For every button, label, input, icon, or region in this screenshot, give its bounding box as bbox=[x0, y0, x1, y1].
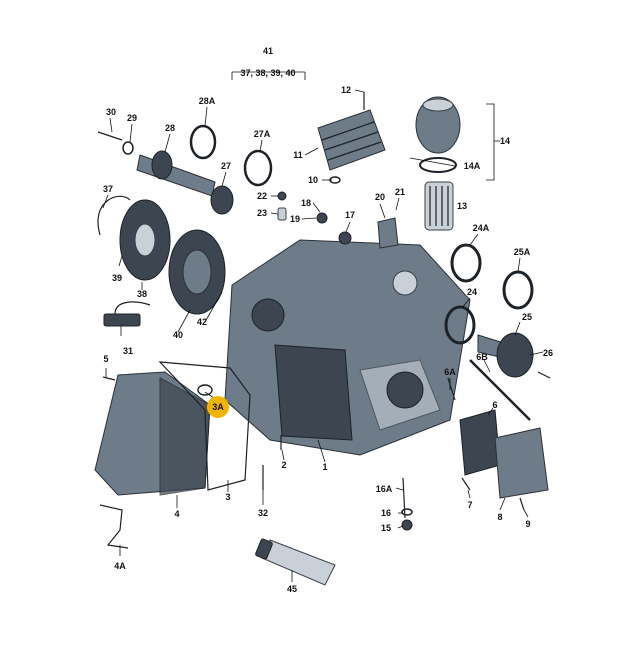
label-22: 22 bbox=[257, 191, 267, 201]
label-10: 10 bbox=[308, 175, 318, 185]
clutch-assembly bbox=[97, 195, 226, 315]
label-39: 39 bbox=[112, 273, 122, 283]
label-24: 24 bbox=[467, 287, 477, 297]
label-12: 12 bbox=[341, 85, 351, 95]
callout-labels: 41 37, 38, 39, 40 30 29 28 28A 27A 27 12… bbox=[103, 46, 553, 594]
label-3a: 3A bbox=[212, 402, 224, 412]
label-27: 27 bbox=[221, 161, 231, 171]
bolt-30 bbox=[97, 131, 134, 155]
label-41-kit: 37, 38, 39, 40 bbox=[240, 68, 295, 78]
label-4a: 4A bbox=[114, 561, 126, 571]
filter-housing bbox=[415, 96, 461, 231]
pump-assembly bbox=[459, 409, 549, 499]
gearbox-housing bbox=[224, 239, 471, 456]
label-41: 41 bbox=[263, 46, 273, 56]
label-42: 42 bbox=[197, 317, 207, 327]
label-16a: 16A bbox=[376, 484, 393, 494]
label-18: 18 bbox=[301, 198, 311, 208]
o-ring-3a bbox=[197, 384, 213, 396]
label-25a: 25A bbox=[514, 247, 531, 257]
label-3: 3 bbox=[225, 492, 230, 502]
label-11: 11 bbox=[293, 150, 303, 160]
small-hardware bbox=[102, 92, 551, 531]
label-37: 37 bbox=[103, 184, 113, 194]
label-2: 2 bbox=[281, 460, 286, 470]
label-40: 40 bbox=[173, 330, 183, 340]
label-21: 21 bbox=[395, 187, 405, 197]
label-9: 9 bbox=[525, 519, 530, 529]
bracket-4a bbox=[99, 504, 129, 549]
label-25: 25 bbox=[522, 312, 532, 322]
label-17: 17 bbox=[345, 210, 355, 220]
label-6a: 6A bbox=[444, 367, 456, 377]
label-1: 1 bbox=[322, 462, 327, 472]
label-31: 31 bbox=[123, 346, 133, 356]
label-14a: 14A bbox=[464, 161, 481, 171]
label-13: 13 bbox=[457, 201, 467, 211]
label-4: 4 bbox=[174, 509, 179, 519]
highlight-3a: 3A bbox=[207, 396, 229, 418]
long-rod bbox=[469, 359, 531, 421]
label-15: 15 bbox=[381, 523, 391, 533]
label-8: 8 bbox=[497, 512, 502, 522]
label-6: 6 bbox=[492, 400, 497, 410]
label-19: 19 bbox=[290, 214, 300, 224]
label-30: 30 bbox=[106, 107, 116, 117]
oil-cooler bbox=[317, 109, 386, 171]
label-45: 45 bbox=[287, 584, 297, 594]
label-29: 29 bbox=[127, 113, 137, 123]
sealant-tube bbox=[255, 538, 336, 586]
label-26: 26 bbox=[543, 348, 553, 358]
label-38: 38 bbox=[137, 289, 147, 299]
label-7: 7 bbox=[467, 500, 472, 510]
pan-gasket bbox=[158, 361, 251, 491]
leader-lines bbox=[102, 71, 544, 582]
oil-pan bbox=[94, 371, 211, 496]
sensor-31 bbox=[103, 301, 151, 327]
label-14: 14 bbox=[500, 136, 510, 146]
label-27a: 27A bbox=[254, 129, 271, 139]
label-20: 20 bbox=[375, 192, 385, 202]
label-16: 16 bbox=[381, 508, 391, 518]
label-28a: 28A bbox=[199, 96, 216, 106]
label-32: 32 bbox=[258, 508, 268, 518]
label-28: 28 bbox=[165, 123, 175, 133]
label-6b: 6B bbox=[476, 352, 488, 362]
shaft-seals bbox=[189, 124, 273, 215]
label-24a: 24A bbox=[473, 223, 490, 233]
label-23: 23 bbox=[257, 208, 267, 218]
label-5: 5 bbox=[103, 354, 108, 364]
drive-flange bbox=[477, 332, 534, 378]
